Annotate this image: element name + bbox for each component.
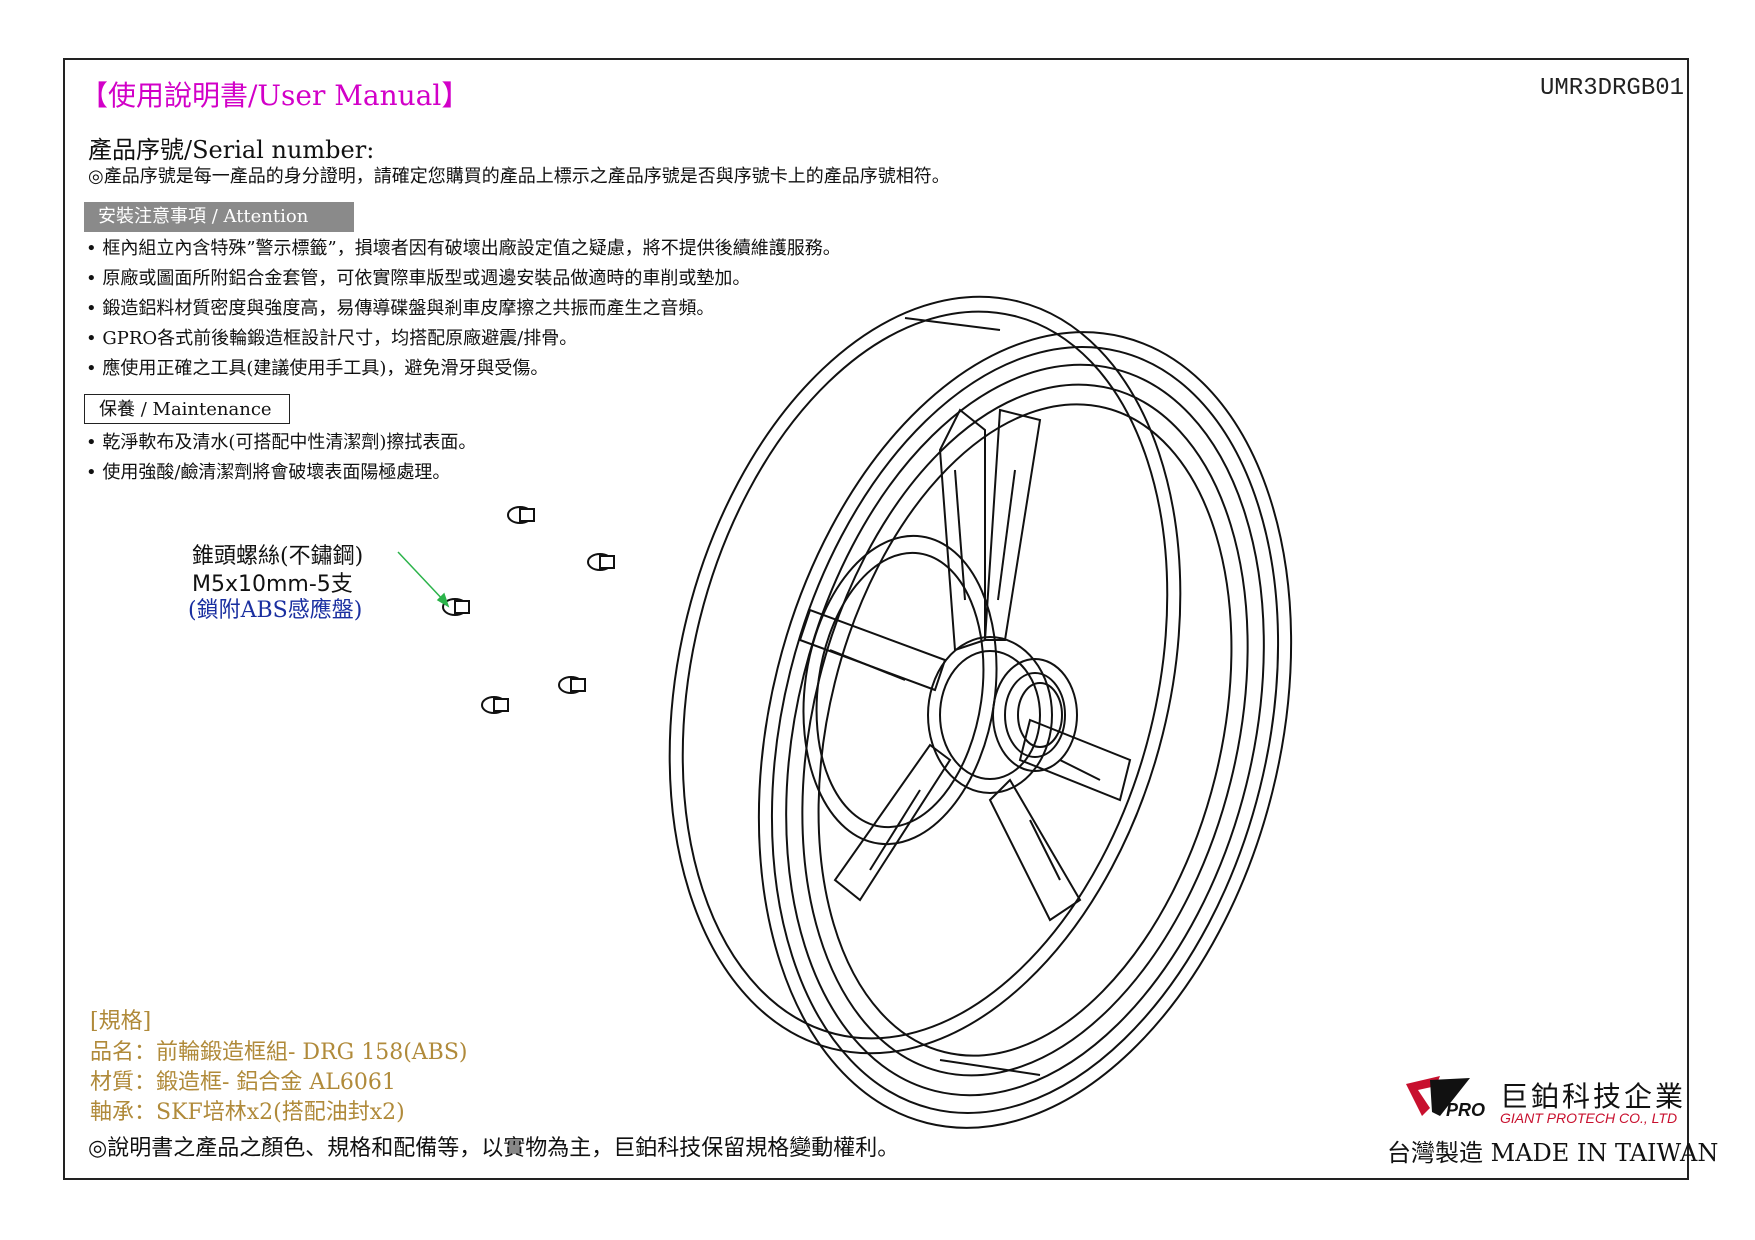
attention-heading: 安裝注意事項 / Attention (84, 202, 354, 232)
serial-number-note: ◎產品序號是每一產品的身分證明，請確定您購買的產品上標示之產品序號是否與序號卡上… (88, 166, 950, 187)
gpro-logo: PRO (1406, 1076, 1485, 1120)
company-name-en: GIANT PROTECH CO., LTD (1500, 1110, 1678, 1126)
screw-callout-line1: 錐頭螺絲(不鏽鋼) (192, 544, 364, 569)
maintenance-item: • 乾淨軟布及清水(可搭配中性清潔劑)擦拭表面。 (86, 432, 477, 453)
manual-title: 【使用說明書/User Manual】 (80, 79, 470, 112)
company-name-cn: 巨鉑科技企業 (1500, 1080, 1687, 1113)
screw-callout-line3: (鎖附ABS感應盤) (188, 598, 363, 623)
attention-item: • 鍛造鋁料材質密度與強度高，易傳導碟盤與剎車皮摩擦之共振而產生之音頻。 (86, 298, 715, 319)
attention-item: • 原廠或圖面所附鋁合金套管，可依實際車版型或週邊安裝品做適時的車削或墊加。 (86, 268, 751, 289)
maintenance-item: • 使用強酸/鹼清潔劑將會破壞表面陽極處理。 (86, 462, 451, 483)
page-frame (63, 58, 1689, 1180)
svg-text:PRO: PRO (1446, 1100, 1485, 1120)
screw-callout-line2: M5x10mm-5支 (192, 572, 353, 597)
attention-item: • 框內組立內含特殊”警示標籤”，損壞者因有破壞出廠設定值之疑慮，將不提供後續維… (86, 238, 841, 259)
attention-item: • 應使用正確之工具(建議使用手工具)，避免滑牙與受傷。 (86, 358, 549, 379)
spec-bearing: 軸承：SKF培林x2(搭配油封x2) (90, 1100, 405, 1125)
maintenance-heading: 保養 / Maintenance (84, 394, 290, 424)
spec-heading: [規格] (90, 1009, 152, 1034)
spec-name: 品名：前輪鍛造框組- DRG 158(ABS) (90, 1040, 468, 1065)
document-id: UMR3DRGB01 (1540, 75, 1685, 102)
serial-number-label: 產品序號/Serial number: (88, 136, 375, 164)
made-in-label: 台灣製造 MADE IN TAIWAN (1387, 1139, 1719, 1167)
attention-item: • GPRO各式前後輪鍛造框設計尺寸，均搭配原廠避震/排骨。 (86, 328, 578, 349)
disclaimer-note: ◎說明書之產品之顏色、規格和配備等，以實物為主，巨鉑科技保留規格變動權利。 (88, 1136, 900, 1161)
spec-material: 材質：鍛造框- 鋁合金 AL6061 (90, 1070, 396, 1095)
